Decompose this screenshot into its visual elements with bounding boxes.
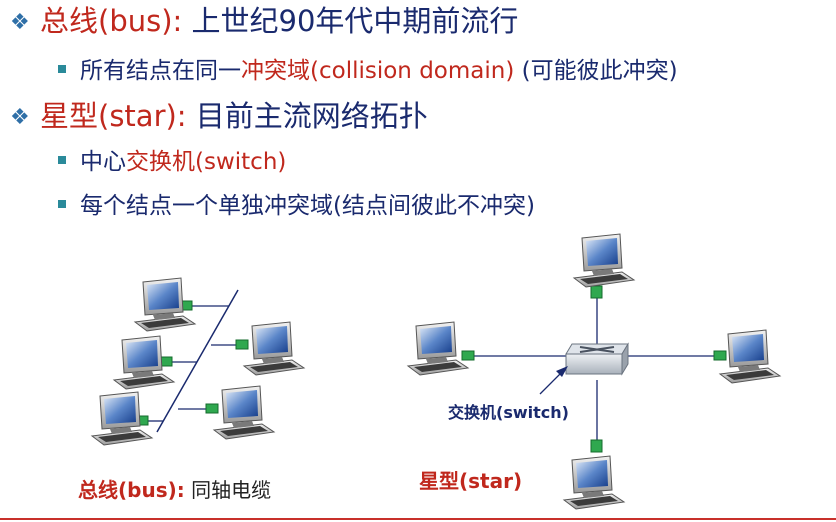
bus-caption: 总线(bus): 同轴电缆 bbox=[78, 474, 271, 503]
star-heading: ❖ 星型(star): 目前主流网络拓扑 bbox=[10, 99, 428, 135]
connector bbox=[461, 350, 475, 361]
bottom-divider bbox=[0, 518, 836, 520]
bus-caption-rest: 同轴电缆 bbox=[184, 478, 272, 502]
bus-subpoint: 所有结点在同一冲突域(collision domain) (可能彼此冲突) bbox=[58, 57, 678, 85]
computer-icon bbox=[719, 329, 781, 384]
bus-caption-bold: 总线(bus): bbox=[78, 478, 185, 502]
connector bbox=[590, 439, 603, 453]
bus-desc: 上世纪90年代中期前流行 bbox=[182, 4, 519, 38]
square-bullet-icon bbox=[58, 65, 66, 73]
switch-label: 交换机(switch) bbox=[448, 403, 569, 422]
bus-topology bbox=[91, 277, 305, 446]
bus-cable bbox=[156, 289, 239, 433]
star-subpoint-2: 每个结点一个单独冲突域(结点间彼此不冲突) bbox=[58, 192, 535, 220]
connector bbox=[713, 350, 727, 361]
bus-heading: ❖ 总线(bus): 上世纪90年代中期前流行 bbox=[10, 4, 518, 40]
bus-sub-prefix: 所有结点在同一 bbox=[80, 58, 241, 84]
star-sub1-prefix: 中心 bbox=[80, 149, 126, 175]
star-subpoint-1: 中心交换机(switch) bbox=[58, 148, 286, 176]
diamond-bullet-icon: ❖ bbox=[10, 10, 30, 35]
star-term: 星型(star): bbox=[40, 99, 187, 133]
square-bullet-icon bbox=[58, 200, 66, 208]
star-sub2-text: 每个结点一个单独冲突域(结点间彼此不冲突) bbox=[80, 193, 535, 219]
connector bbox=[235, 339, 249, 350]
diamond-bullet-icon: ❖ bbox=[10, 105, 30, 130]
computer-icon bbox=[407, 321, 469, 376]
computer-icon bbox=[243, 321, 305, 376]
computer-icon bbox=[573, 233, 635, 288]
collision-domain-term: 冲突域(collision domain) bbox=[241, 58, 515, 84]
star-desc: 目前主流网络拓扑 bbox=[186, 99, 428, 133]
star-caption: 星型(star) bbox=[419, 469, 523, 493]
computer-icon bbox=[213, 385, 275, 440]
connector bbox=[590, 285, 603, 299]
switch-icon bbox=[565, 342, 629, 376]
bus-term: 总线(bus): bbox=[40, 4, 183, 38]
square-bullet-icon bbox=[58, 156, 66, 164]
computer-icon bbox=[563, 455, 625, 510]
star-topology bbox=[407, 233, 781, 510]
switch-term: 交换机(switch) bbox=[126, 149, 287, 175]
bus-sub-suffix: (可能彼此冲突) bbox=[514, 58, 678, 84]
connector bbox=[205, 403, 219, 414]
